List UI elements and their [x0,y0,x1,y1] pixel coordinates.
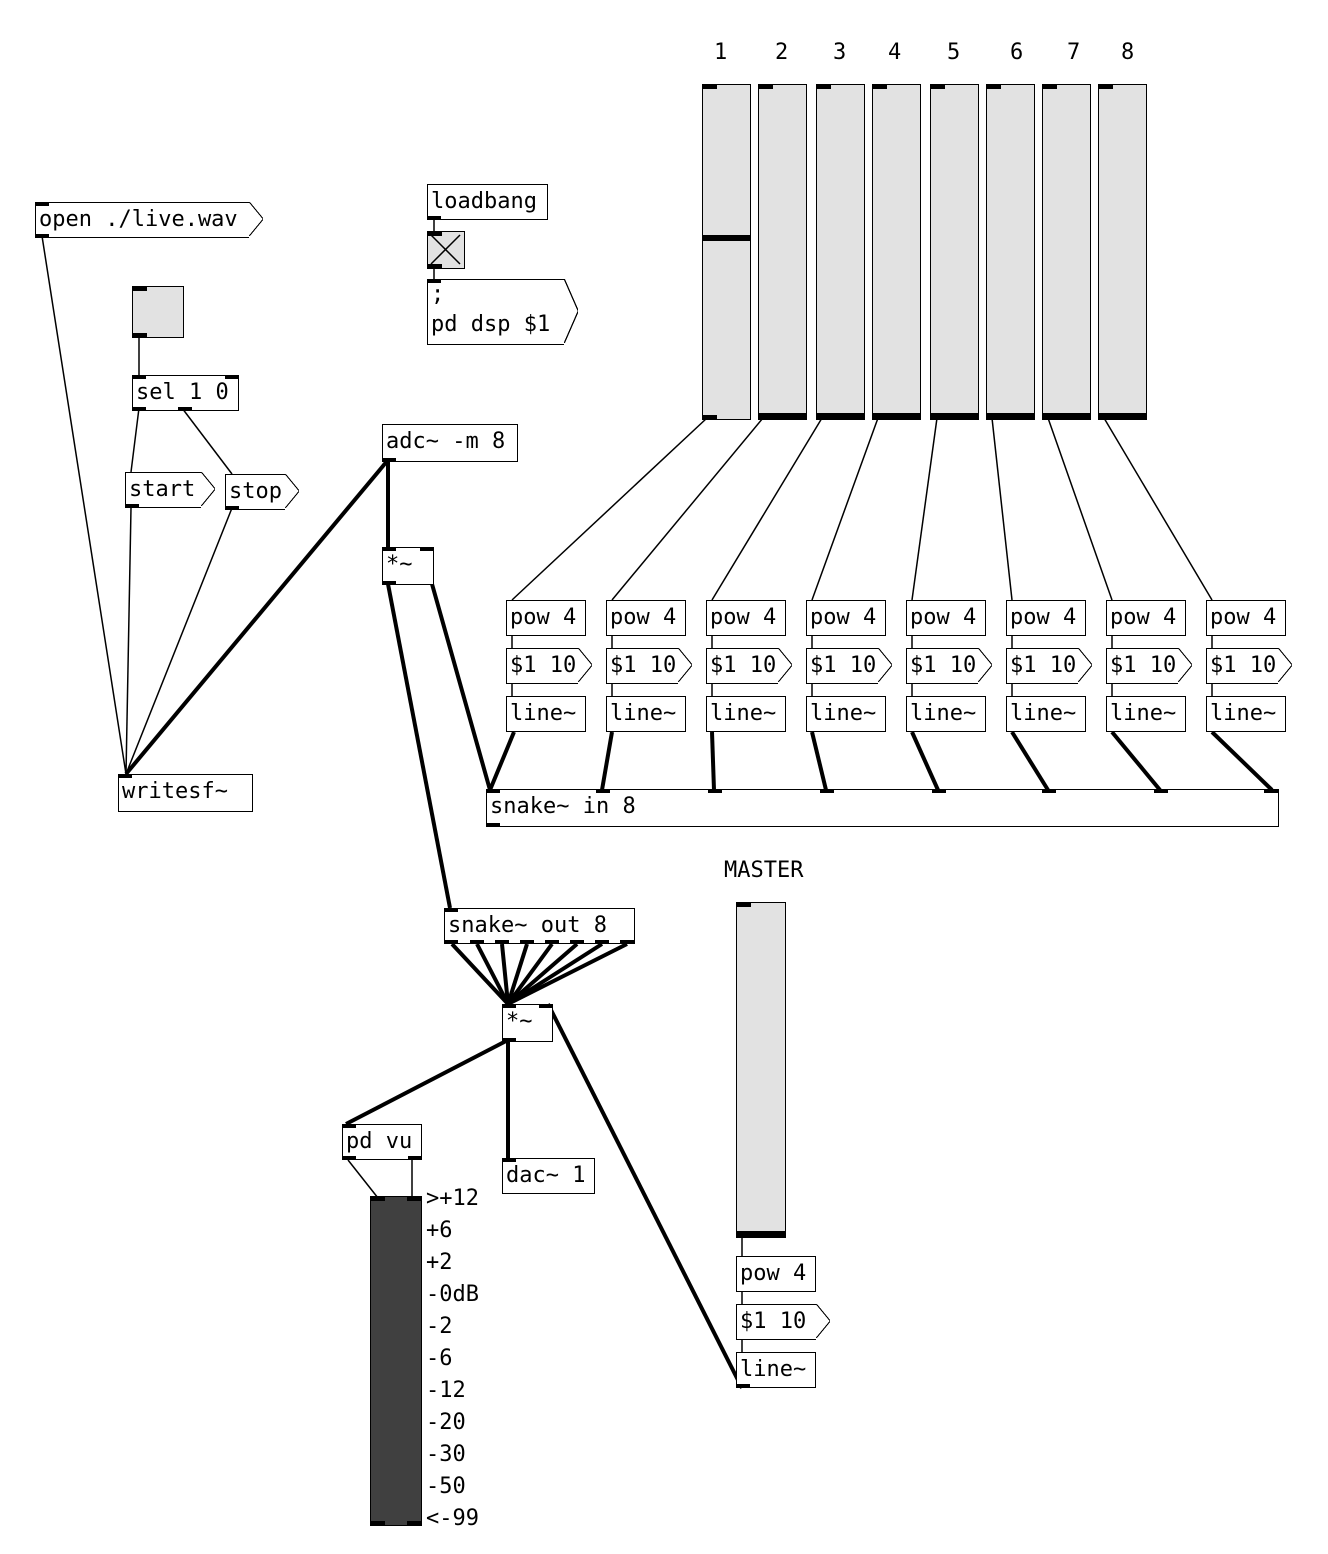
slider-knob[interactable] [759,413,806,419]
line-message-4[interactable]: $1 10 [806,648,892,684]
line-message-2[interactable]: $1 10 [606,648,692,684]
channel-label-8: 8 [1121,40,1135,65]
channel-label-3: 3 [833,40,847,65]
vu-meter [370,1196,422,1526]
vu-scale-label: -0dB [426,1282,479,1307]
slider-knob[interactable] [987,413,1034,419]
slider-knob[interactable] [817,413,864,419]
channel-label-5: 5 [947,40,961,65]
channel-slider-5[interactable] [930,84,979,420]
master-label: MASTER [724,858,804,883]
stop-message[interactable]: stop [225,474,299,510]
master-line-message[interactable]: $1 10 [736,1304,830,1340]
pow-object-2[interactable]: pow 4 [606,600,686,636]
snake-out-object[interactable]: snake~ out 8 [444,908,635,944]
writesf-object[interactable]: writesf~ [118,774,253,812]
pow-object-1[interactable]: pow 4 [506,600,586,636]
pow-object-3[interactable]: pow 4 [706,600,786,636]
master-line-object[interactable]: line~ [736,1352,816,1388]
channel-slider-2[interactable] [758,84,807,420]
line-object-1[interactable]: line~ [506,696,586,732]
slider-knob[interactable] [703,235,750,241]
vu-scale-label: -2 [426,1314,453,1339]
vu-scale-label: -20 [426,1410,466,1435]
pow-object-7[interactable]: pow 4 [1106,600,1186,636]
multiply-signal-object-2[interactable]: *~ [502,1004,553,1042]
vu-scale-label: +2 [426,1250,453,1275]
slider-knob[interactable] [737,1231,785,1237]
vu-scale-label: >+12 [426,1186,479,1211]
snake-in-object[interactable]: snake~ in 8 [486,789,1279,827]
channel-label-1: 1 [714,40,728,65]
line-object-7[interactable]: line~ [1106,696,1186,732]
channel-label-7: 7 [1067,40,1081,65]
pow-object-6[interactable]: pow 4 [1006,600,1086,636]
dsp-toggle[interactable] [427,231,465,269]
sel-object[interactable]: sel 1 0 [132,375,239,411]
channel-slider-1[interactable] [702,84,751,420]
line-object-5[interactable]: line~ [906,696,986,732]
line-message-6[interactable]: $1 10 [1006,648,1092,684]
channel-slider-3[interactable] [816,84,865,420]
open-file-message[interactable]: open ./live.wav [35,202,263,238]
dac-object[interactable]: dac~ 1 [502,1158,595,1194]
line-message-5[interactable]: $1 10 [906,648,992,684]
line-object-4[interactable]: line~ [806,696,886,732]
vu-scale-label: +6 [426,1218,453,1243]
vu-scale-label: -6 [426,1346,453,1371]
line-object-8[interactable]: line~ [1206,696,1286,732]
slider-knob[interactable] [931,413,978,419]
slider-knob[interactable] [1099,413,1146,419]
vu-scale-label: -50 [426,1474,466,1499]
slider-knob[interactable] [1043,413,1090,419]
channel-label-6: 6 [1010,40,1024,65]
pow-object-5[interactable]: pow 4 [906,600,986,636]
adc-object[interactable]: adc~ -m 8 [382,424,518,462]
channel-label-2: 2 [775,40,789,65]
channel-label-4: 4 [888,40,902,65]
master-pow-object[interactable]: pow 4 [736,1256,816,1292]
slider-knob[interactable] [873,413,920,419]
line-object-3[interactable]: line~ [706,696,786,732]
line-message-7[interactable]: $1 10 [1106,648,1192,684]
line-object-6[interactable]: line~ [1006,696,1086,732]
vu-scale-label: <-99 [426,1506,479,1531]
loadbang-object[interactable]: loadbang [427,184,548,220]
pow-object-8[interactable]: pow 4 [1206,600,1286,636]
dsp-message[interactable]: ; pd dsp $1 [427,279,578,345]
channel-slider-8[interactable] [1098,84,1147,420]
channel-slider-7[interactable] [1042,84,1091,420]
master-slider[interactable] [736,902,786,1238]
channel-slider-6[interactable] [986,84,1035,420]
line-message-3[interactable]: $1 10 [706,648,792,684]
line-object-2[interactable]: line~ [606,696,686,732]
line-message-8[interactable]: $1 10 [1206,648,1292,684]
toggle-x-icon [430,234,461,265]
pd-vu-subpatch[interactable]: pd vu [342,1124,422,1160]
vu-scale-label: -12 [426,1378,466,1403]
multiply-signal-object-1[interactable]: *~ [382,547,434,585]
start-message[interactable]: start [125,472,215,508]
record-bang[interactable] [132,286,184,338]
vu-scale-label: -30 [426,1442,466,1467]
line-message-1[interactable]: $1 10 [506,648,592,684]
channel-slider-4[interactable] [872,84,921,420]
pow-object-4[interactable]: pow 4 [806,600,886,636]
